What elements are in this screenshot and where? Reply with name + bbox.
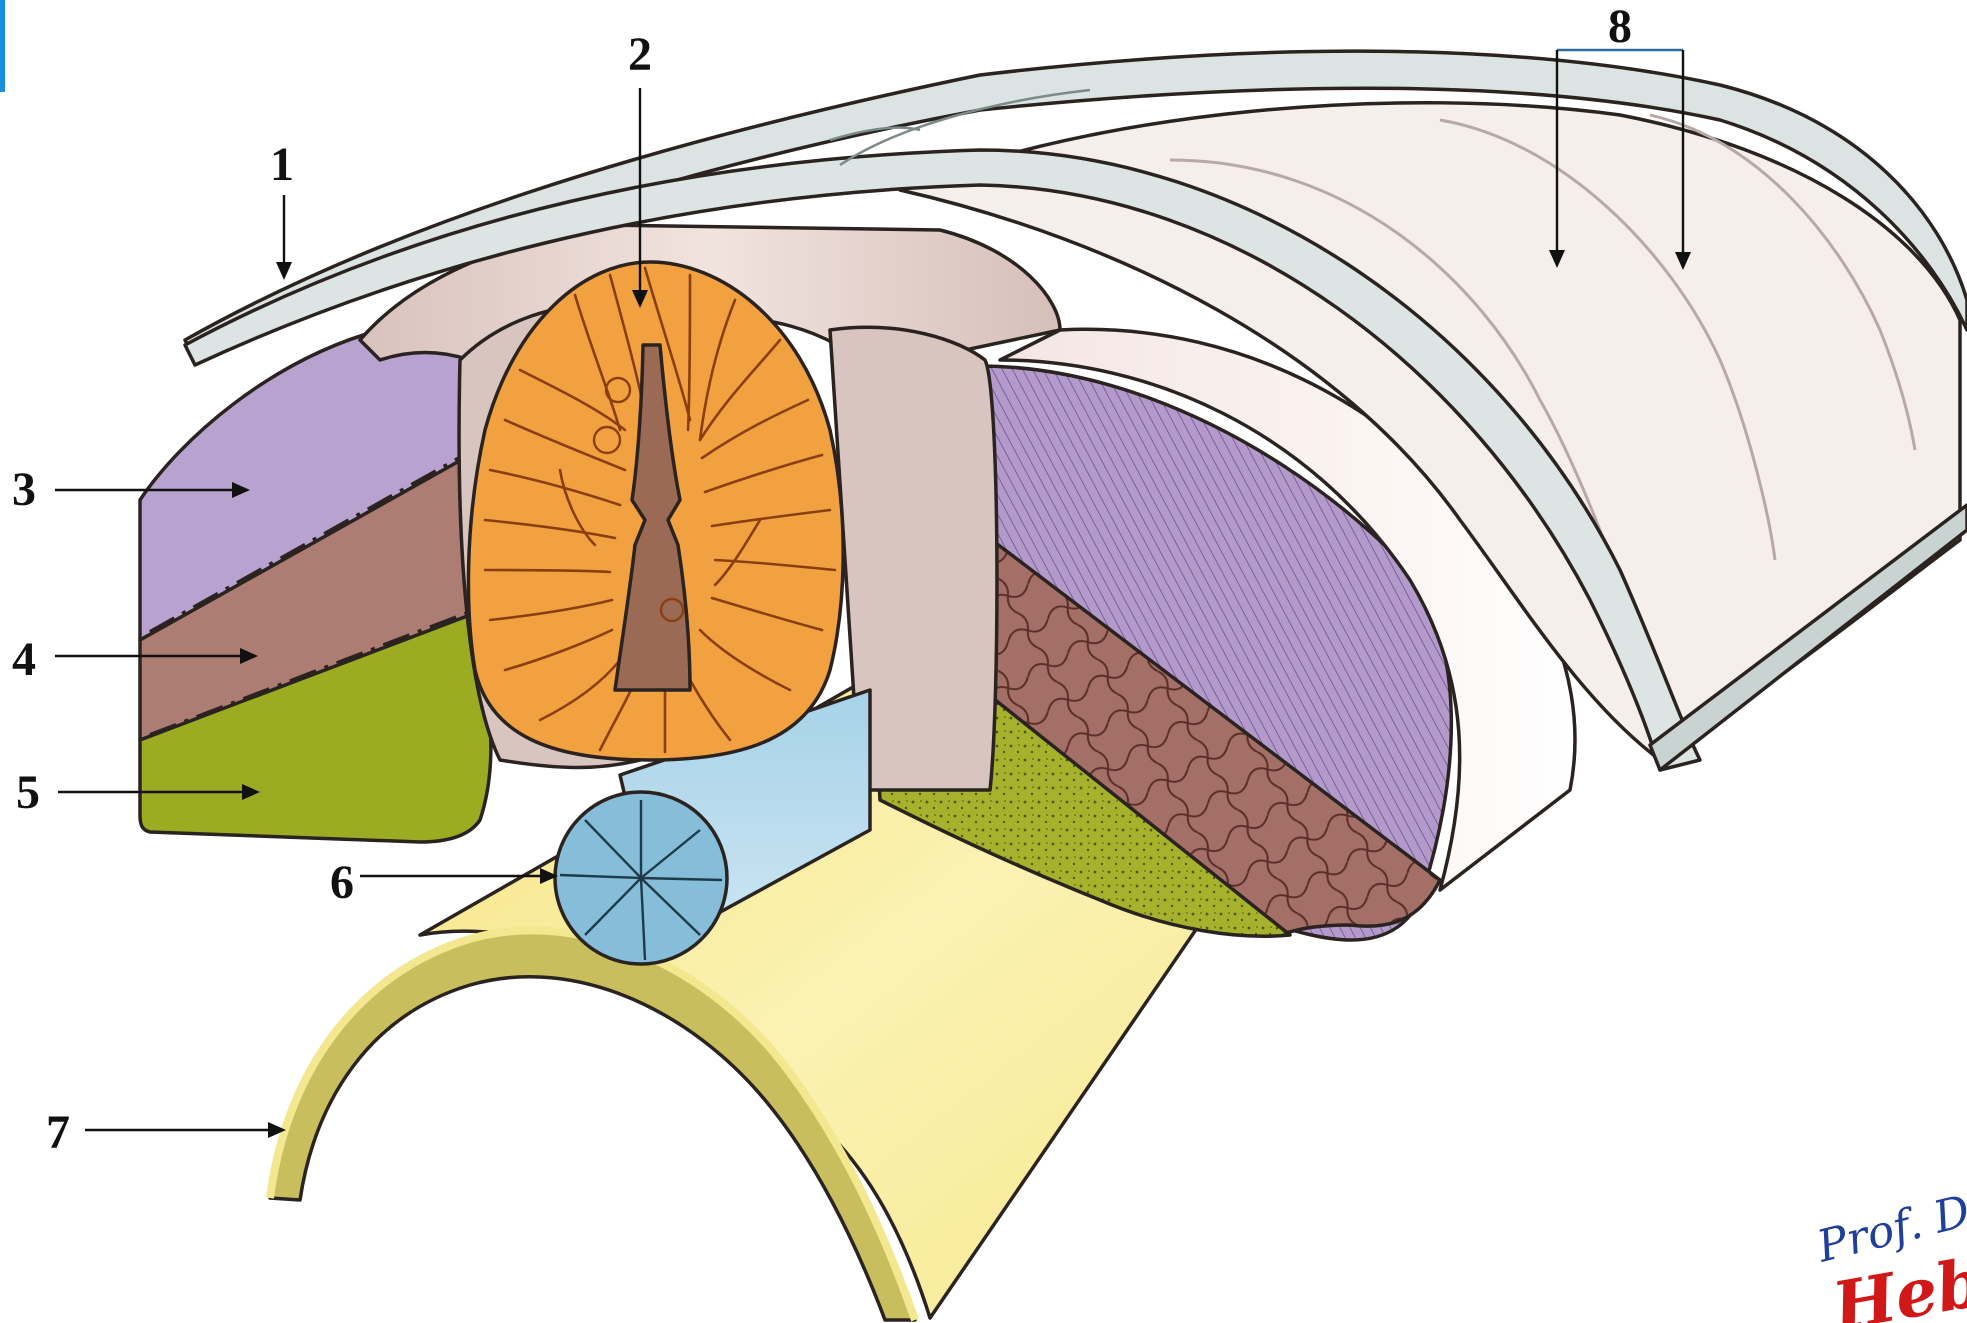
svg-text:1: 1 [270, 138, 294, 191]
svg-text:7: 7 [46, 1106, 70, 1159]
svg-text:4: 4 [12, 633, 36, 686]
svg-text:6: 6 [330, 856, 354, 909]
accent-bar [0, 0, 5, 92]
watermark: Prof. Dr Heba [1811, 1180, 1967, 1323]
svg-text:2: 2 [628, 28, 652, 81]
label-7: 7 [46, 1106, 286, 1159]
svg-text:3: 3 [12, 463, 36, 516]
svg-text:8: 8 [1608, 0, 1632, 53]
left-tissue-block [140, 330, 491, 842]
label-1: 1 [270, 138, 294, 280]
svg-text:5: 5 [16, 766, 40, 819]
